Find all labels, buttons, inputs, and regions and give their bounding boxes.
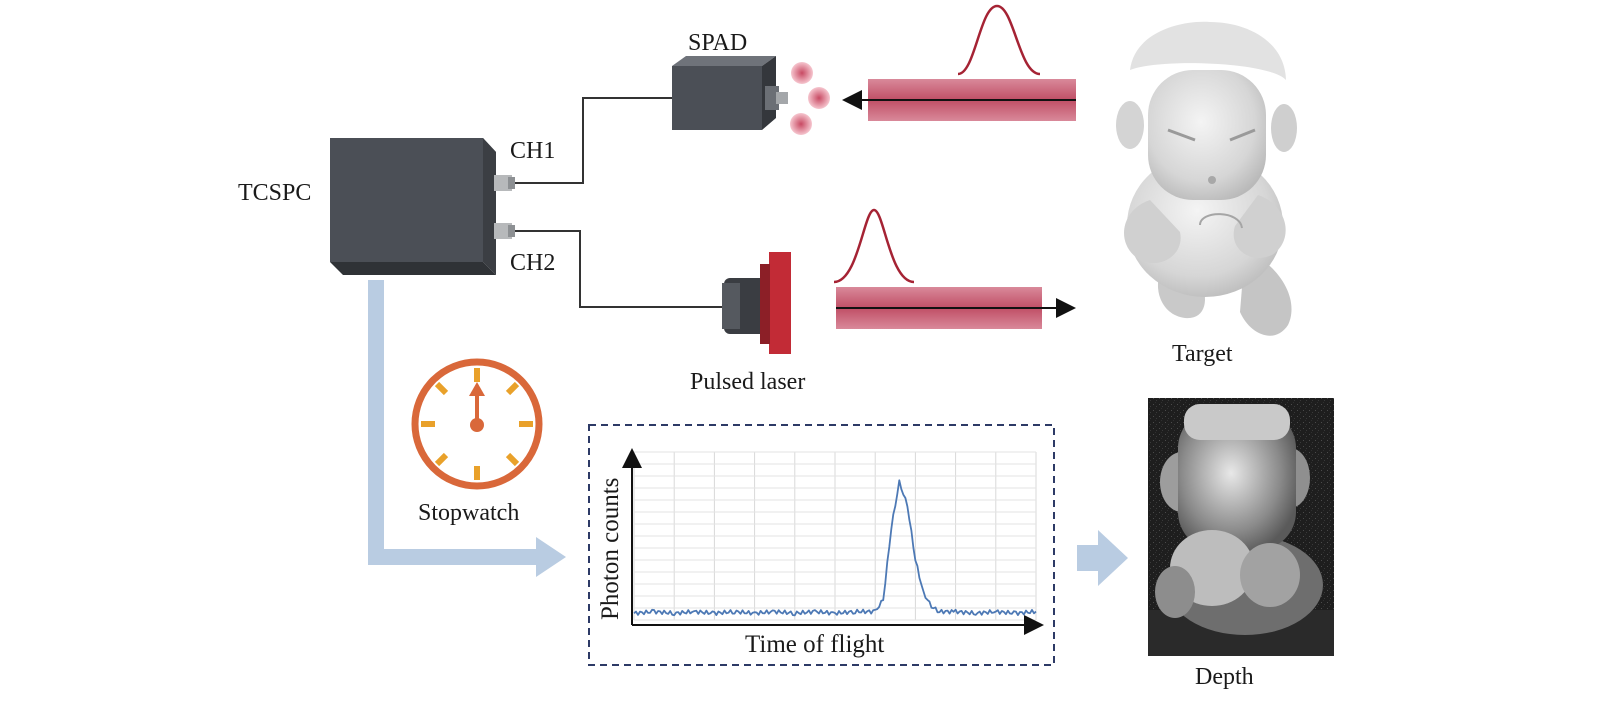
chart-grid — [633, 451, 1037, 621]
depth-image — [1148, 398, 1334, 656]
depth-label: Depth — [1195, 664, 1254, 690]
histogram-chart: Time of flight Photon counts — [588, 424, 1055, 666]
tcspc-device — [330, 138, 515, 275]
ch2-label: CH2 — [510, 250, 555, 276]
ch1-cable — [515, 97, 672, 184]
return-beam — [842, 79, 1076, 121]
tcspc-label: TCSPC — [238, 180, 311, 206]
histogram-frame — [588, 424, 1055, 666]
outgoing-beam — [836, 287, 1076, 329]
target-figure — [1116, 21, 1297, 336]
spad-device — [672, 56, 788, 130]
photon-count-series — [633, 479, 1037, 617]
photons — [790, 62, 830, 135]
y-axis-label: Photon counts — [597, 478, 624, 620]
return-pulse — [957, 4, 1041, 76]
outgoing-pulse — [833, 208, 915, 284]
ch1-port — [494, 175, 512, 191]
ch1-label: CH1 — [510, 138, 555, 164]
pulsed-laser-device — [722, 252, 791, 354]
ch2-cable — [515, 230, 722, 308]
stopwatch-icon — [411, 358, 543, 490]
flow-arrow-line — [368, 280, 538, 565]
stopwatch-label: Stopwatch — [418, 500, 519, 526]
ch2-port — [494, 223, 512, 239]
flow-arrow-head — [536, 537, 566, 577]
spad-label: SPAD — [688, 30, 747, 56]
x-axis-label: Time of flight — [745, 631, 884, 658]
target-label: Target — [1172, 341, 1233, 367]
pulsed-laser-label: Pulsed laser — [690, 369, 805, 395]
depth-arrow — [1077, 530, 1128, 586]
